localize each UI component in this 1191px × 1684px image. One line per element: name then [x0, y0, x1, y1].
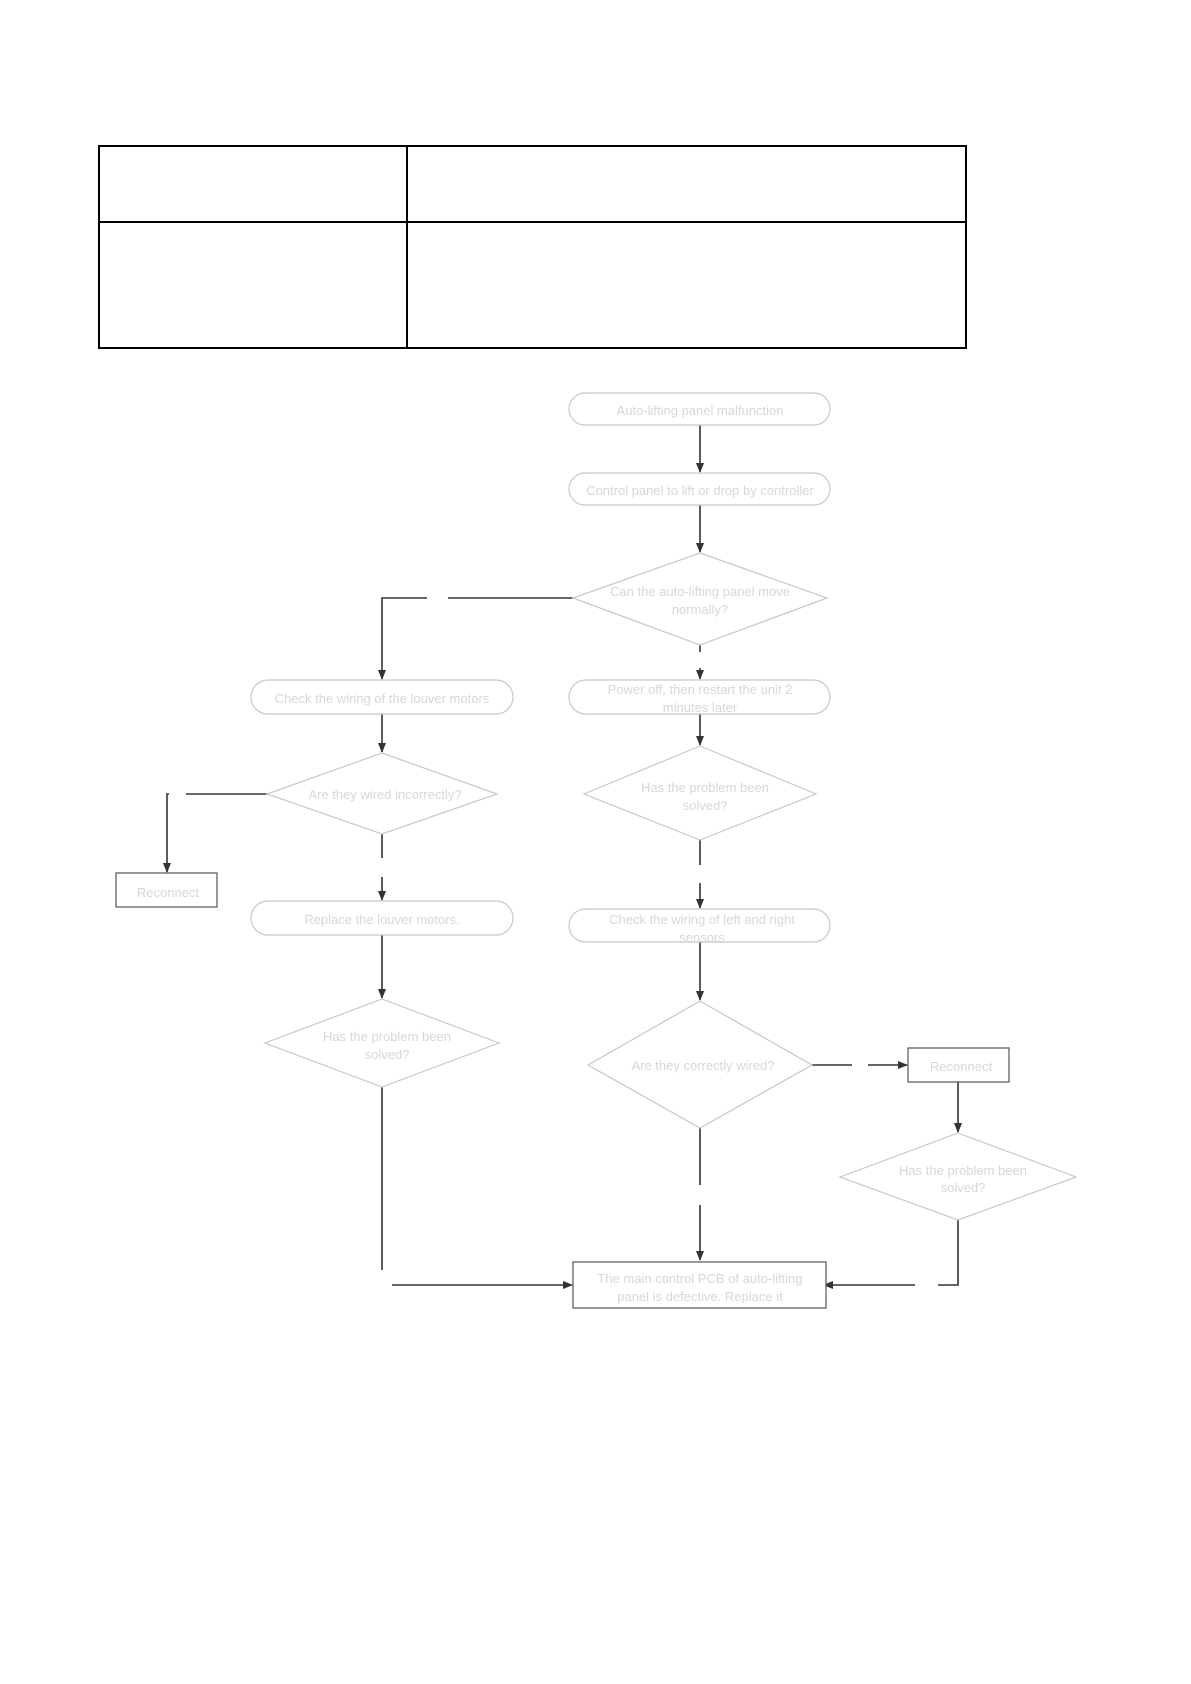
node-question-move: Can the auto-lifting panel move normally…: [571, 552, 829, 646]
node-question-correct: Are they correctly wired?: [586, 1000, 814, 1129]
table-column-divider: [406, 147, 408, 347]
node-question-move-label-1: Can the auto-lifting panel move: [610, 584, 790, 599]
node-end: The main control PCB of auto-lifting pan…: [572, 1261, 827, 1309]
node-check-sensors-label-2: sensors: [679, 930, 725, 945]
node-check-sensors-shape: [568, 908, 831, 943]
node-check-louver-label: Check the wiring of the louver motors: [275, 691, 490, 706]
node-question-solved-2-shape: [263, 998, 501, 1088]
node-start-shape: [568, 392, 831, 426]
node-check-sensors-label-1: Check the wiring of left and right: [609, 912, 795, 927]
node-replace-shape: [250, 900, 514, 936]
arrow-incorrect-to-reconnect: [163, 793, 171, 873]
node-start-label: Auto-lifting panel malfunction: [617, 403, 784, 418]
node-reconnect-left: Reconnect: [115, 872, 218, 908]
node-control-label: Control panel to lift or drop by control…: [586, 483, 814, 498]
node-replace: Replace the louver motors.: [250, 900, 514, 936]
node-question-solved-1-label-2: solved?: [683, 798, 728, 813]
node-question-solved-2: Has the problem been solved?: [263, 998, 501, 1088]
node-check-louver: Check the wiring of the louver motors: [250, 679, 514, 715]
node-check-louver-shape: [250, 679, 514, 715]
node-question-solved-1: Has the problem been solved?: [582, 745, 818, 841]
node-power-label-2: minutes later: [663, 700, 738, 715]
node-power-shape: [568, 679, 831, 715]
node-replace-label: Replace the louver motors.: [304, 912, 459, 927]
node-question-correct-label: Are they correctly wired?: [631, 1058, 774, 1073]
node-reconnect-right: Reconnect: [907, 1047, 1010, 1083]
node-reconnect-right-shape: [907, 1047, 1010, 1083]
node-control-shape: [568, 472, 831, 506]
node-question-solved-2-label-2: solved?: [365, 1047, 410, 1062]
node-question-incorrect-shape: [265, 752, 499, 835]
node-question-solved-3-shape: [838, 1132, 1078, 1221]
connectors: [163, 425, 962, 1289]
node-end-label-1: The main control PCB of auto-lifting: [597, 1271, 802, 1286]
node-check-sensors: Check the wiring of left and right senso…: [568, 908, 831, 945]
node-end-label-2: panel is defective. Replace it: [617, 1289, 783, 1304]
node-question-correct-shape: [586, 1000, 814, 1129]
node-reconnect-left-label: Reconnect: [137, 885, 200, 900]
header-table: [98, 145, 967, 349]
node-question-solved-1-shape: [582, 745, 818, 841]
node-question-solved-2-label-1: Has the problem been: [323, 1029, 451, 1044]
node-reconnect-right-label: Reconnect: [930, 1059, 993, 1074]
table-row-divider: [100, 221, 965, 223]
node-reconnect-left-shape: [115, 872, 218, 908]
node-start: Auto-lifting panel malfunction: [568, 392, 831, 426]
node-question-move-label-2: normally?: [672, 602, 728, 617]
node-question-move-shape: [571, 552, 829, 646]
node-question-solved-1-label-1: Has the problem been: [641, 780, 769, 795]
node-question-incorrect-label: Are they wired incorrectly?: [308, 787, 461, 802]
node-question-solved-3-label-1: Has the problem been: [899, 1163, 1027, 1178]
node-question-solved-3-label-2: solved?: [941, 1180, 986, 1195]
arrow-move-to-louver: [378, 597, 427, 680]
node-power: Power off, then restart the unit 2 minut…: [568, 679, 831, 715]
node-power-label-1: Power off, then restart the unit 2: [608, 682, 793, 697]
node-end-shape: [572, 1261, 827, 1309]
node-control: Control panel to lift or drop by control…: [568, 472, 831, 506]
node-question-solved-3: Has the problem been solved?: [838, 1132, 1078, 1221]
node-question-incorrect: Are they wired incorrectly?: [265, 752, 499, 835]
line-solved3-down: [938, 1220, 959, 1286]
